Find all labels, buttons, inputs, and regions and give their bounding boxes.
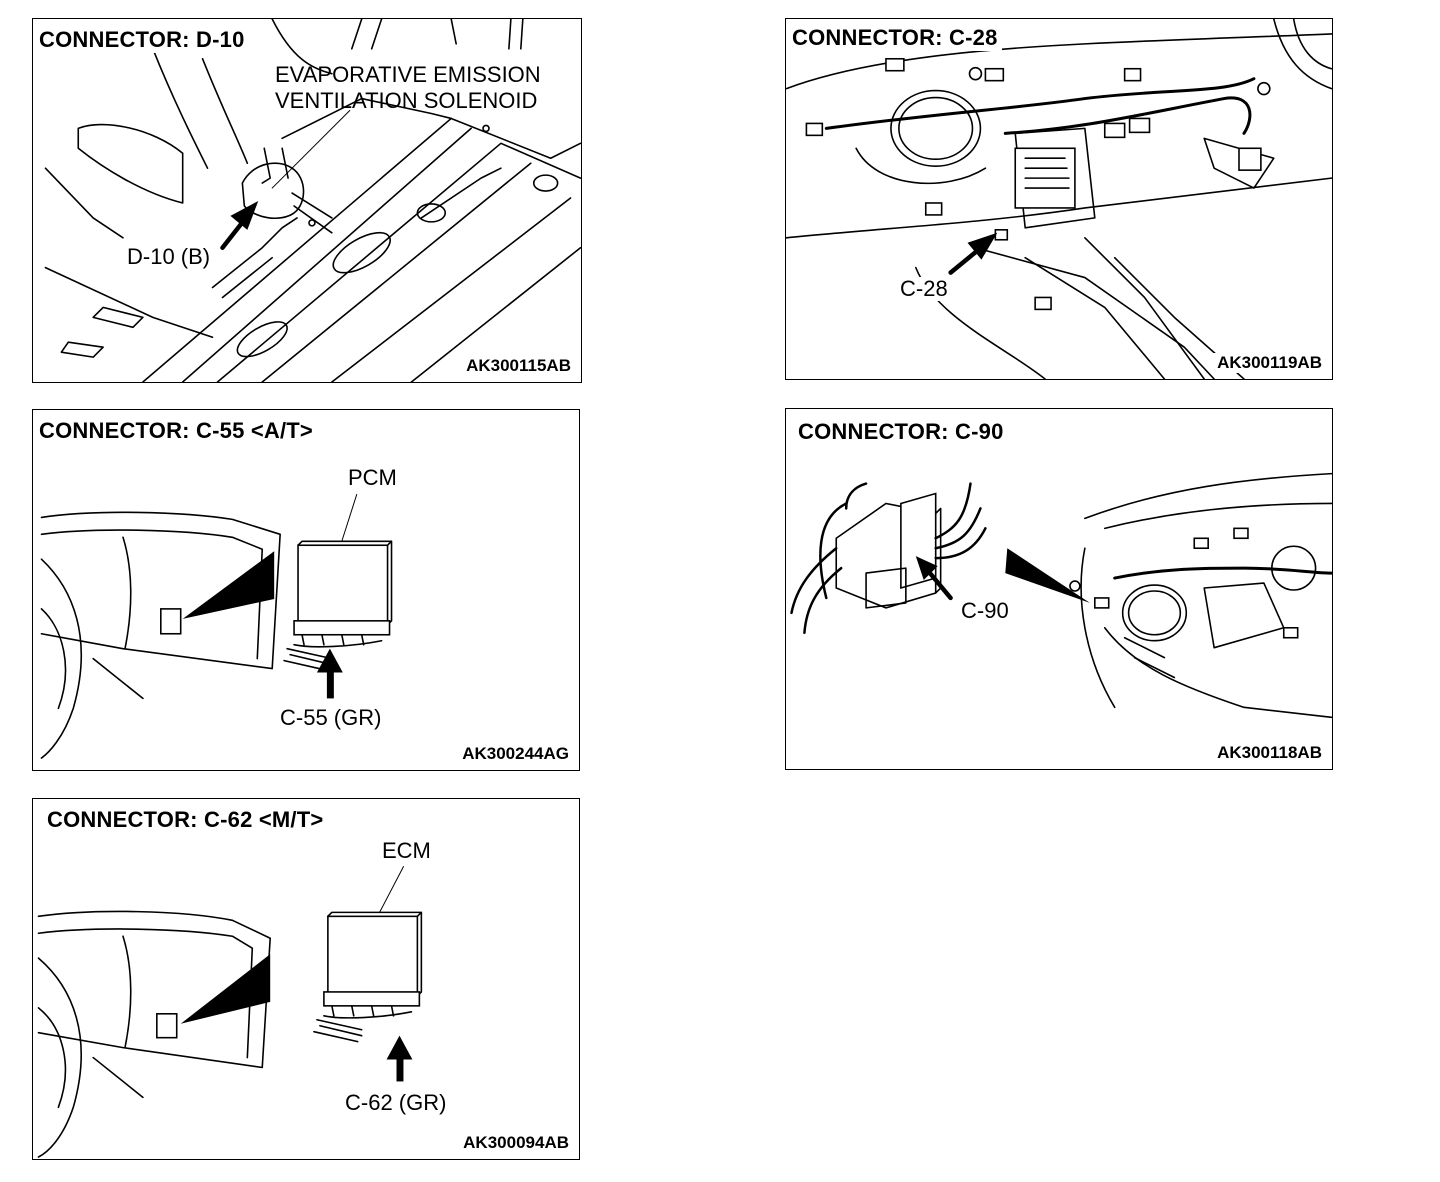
panel-connector-c62: CONNECTOR: C-62 <M/T> ECM C-62 (GR) AK30…: [32, 798, 580, 1160]
c62-title: CONNECTOR: C-62 <M/T>: [47, 807, 328, 833]
c62-illustration: [37, 866, 423, 1158]
panel-connector-c55: CONNECTOR: C-55 <A/T> PCM C-55 (GR) AK30…: [32, 409, 580, 771]
c55-connector-label: C-55 (GR): [280, 705, 382, 730]
c55-figure-code: AK300244AG: [458, 744, 569, 764]
c90-connector-label: C-90: [961, 598, 1009, 623]
c28-illustration: [786, 19, 1332, 379]
c62-connector-label: C-62 (GR): [345, 1090, 447, 1115]
c28-figure-code: AK300119AB: [1213, 353, 1322, 373]
c90-illustration: [790, 472, 1332, 719]
c55-illustration: [40, 494, 393, 759]
c28-title: CONNECTOR: C-28: [792, 25, 1002, 51]
c62-module-label: ECM: [382, 838, 431, 863]
d10-title: CONNECTOR: D-10: [39, 27, 249, 53]
d10-figure-code: AK300115AB: [462, 356, 571, 376]
c90-title: CONNECTOR: C-90: [798, 419, 1008, 445]
panel-connector-d10: CONNECTOR: D-10 EVAPORATIVE EMISSION VEN…: [32, 18, 582, 383]
d10-illustration: [44, 19, 581, 382]
c90-figure-code: AK300118AB: [1213, 743, 1322, 763]
d10-connector-label: D-10 (B): [125, 244, 213, 270]
panel-connector-c90: CONNECTOR: C-90 C-90 AK300118AB: [785, 408, 1333, 770]
panel-connector-c28: CONNECTOR: C-28 C-28 AK300119AB: [785, 18, 1333, 380]
c55-module-label: PCM: [348, 465, 397, 490]
c62-figure-code: AK300094AB: [459, 1133, 569, 1153]
c28-connector-label: C-28: [898, 276, 950, 302]
c55-title: CONNECTOR: C-55 <A/T>: [39, 418, 317, 444]
d10-component-line1: EVAPORATIVE EMISSION: [275, 62, 541, 87]
d10-component-line2: VENTILATION SOLENOID: [275, 88, 538, 113]
